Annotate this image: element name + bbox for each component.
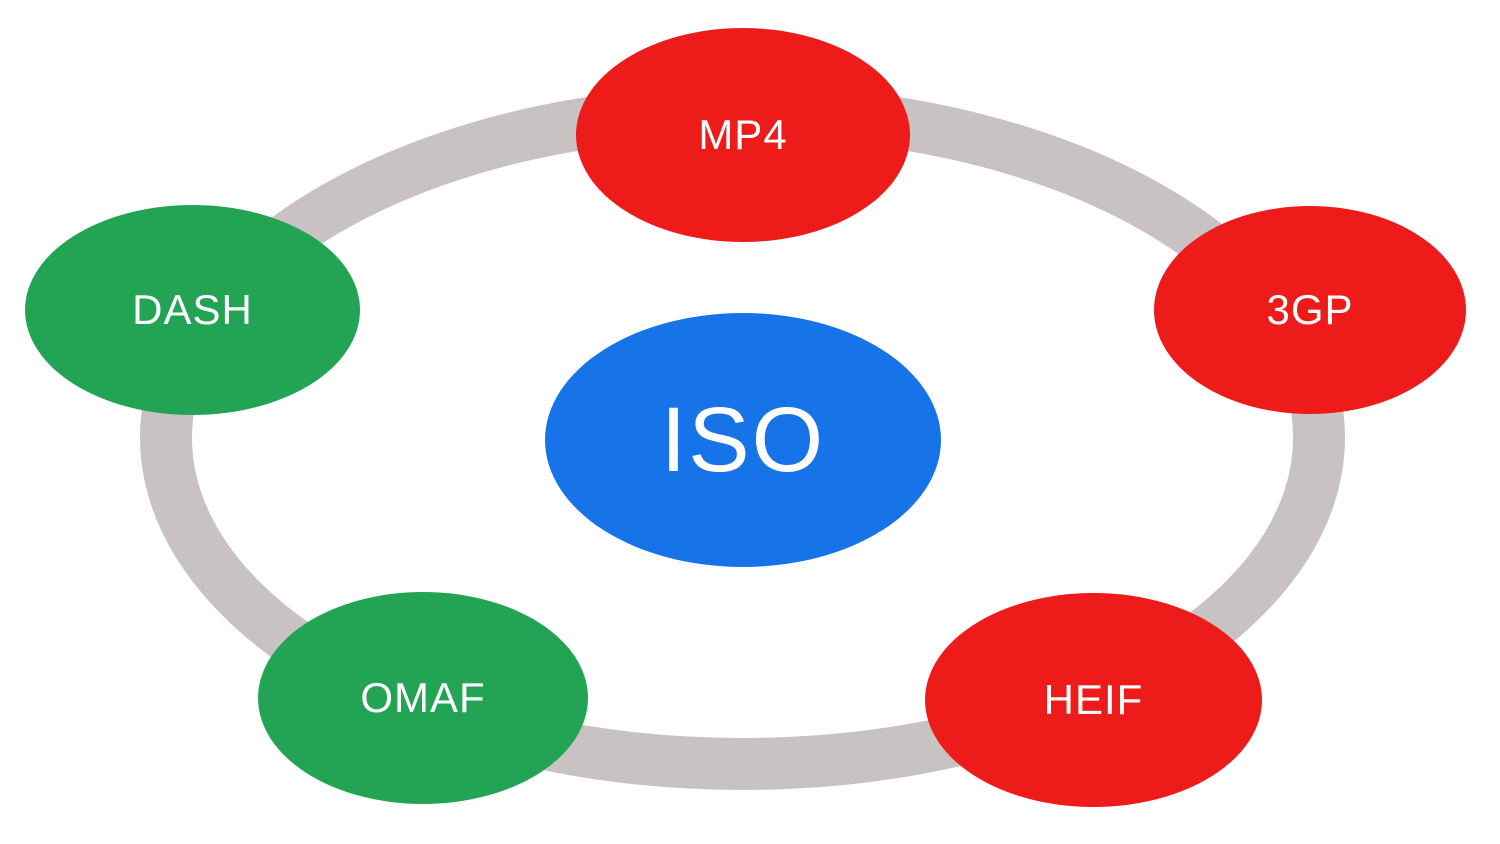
node-omaf: OMAF	[258, 592, 588, 804]
node-omaf-label: OMAF	[360, 674, 486, 721]
node-dash: DASH	[25, 205, 360, 415]
node-heif-label: HEIF	[1043, 676, 1144, 723]
node-mp4: MP4	[576, 28, 910, 242]
node-iso-center: ISO	[545, 313, 941, 567]
node-heif: HEIF	[925, 593, 1262, 807]
node-dash-label: DASH	[132, 286, 253, 333]
node-3gp-label: 3GP	[1266, 286, 1354, 333]
node-3gp: 3GP	[1154, 206, 1466, 414]
node-mp4-label: MP4	[698, 111, 788, 158]
node-iso-label: ISO	[660, 388, 826, 491]
